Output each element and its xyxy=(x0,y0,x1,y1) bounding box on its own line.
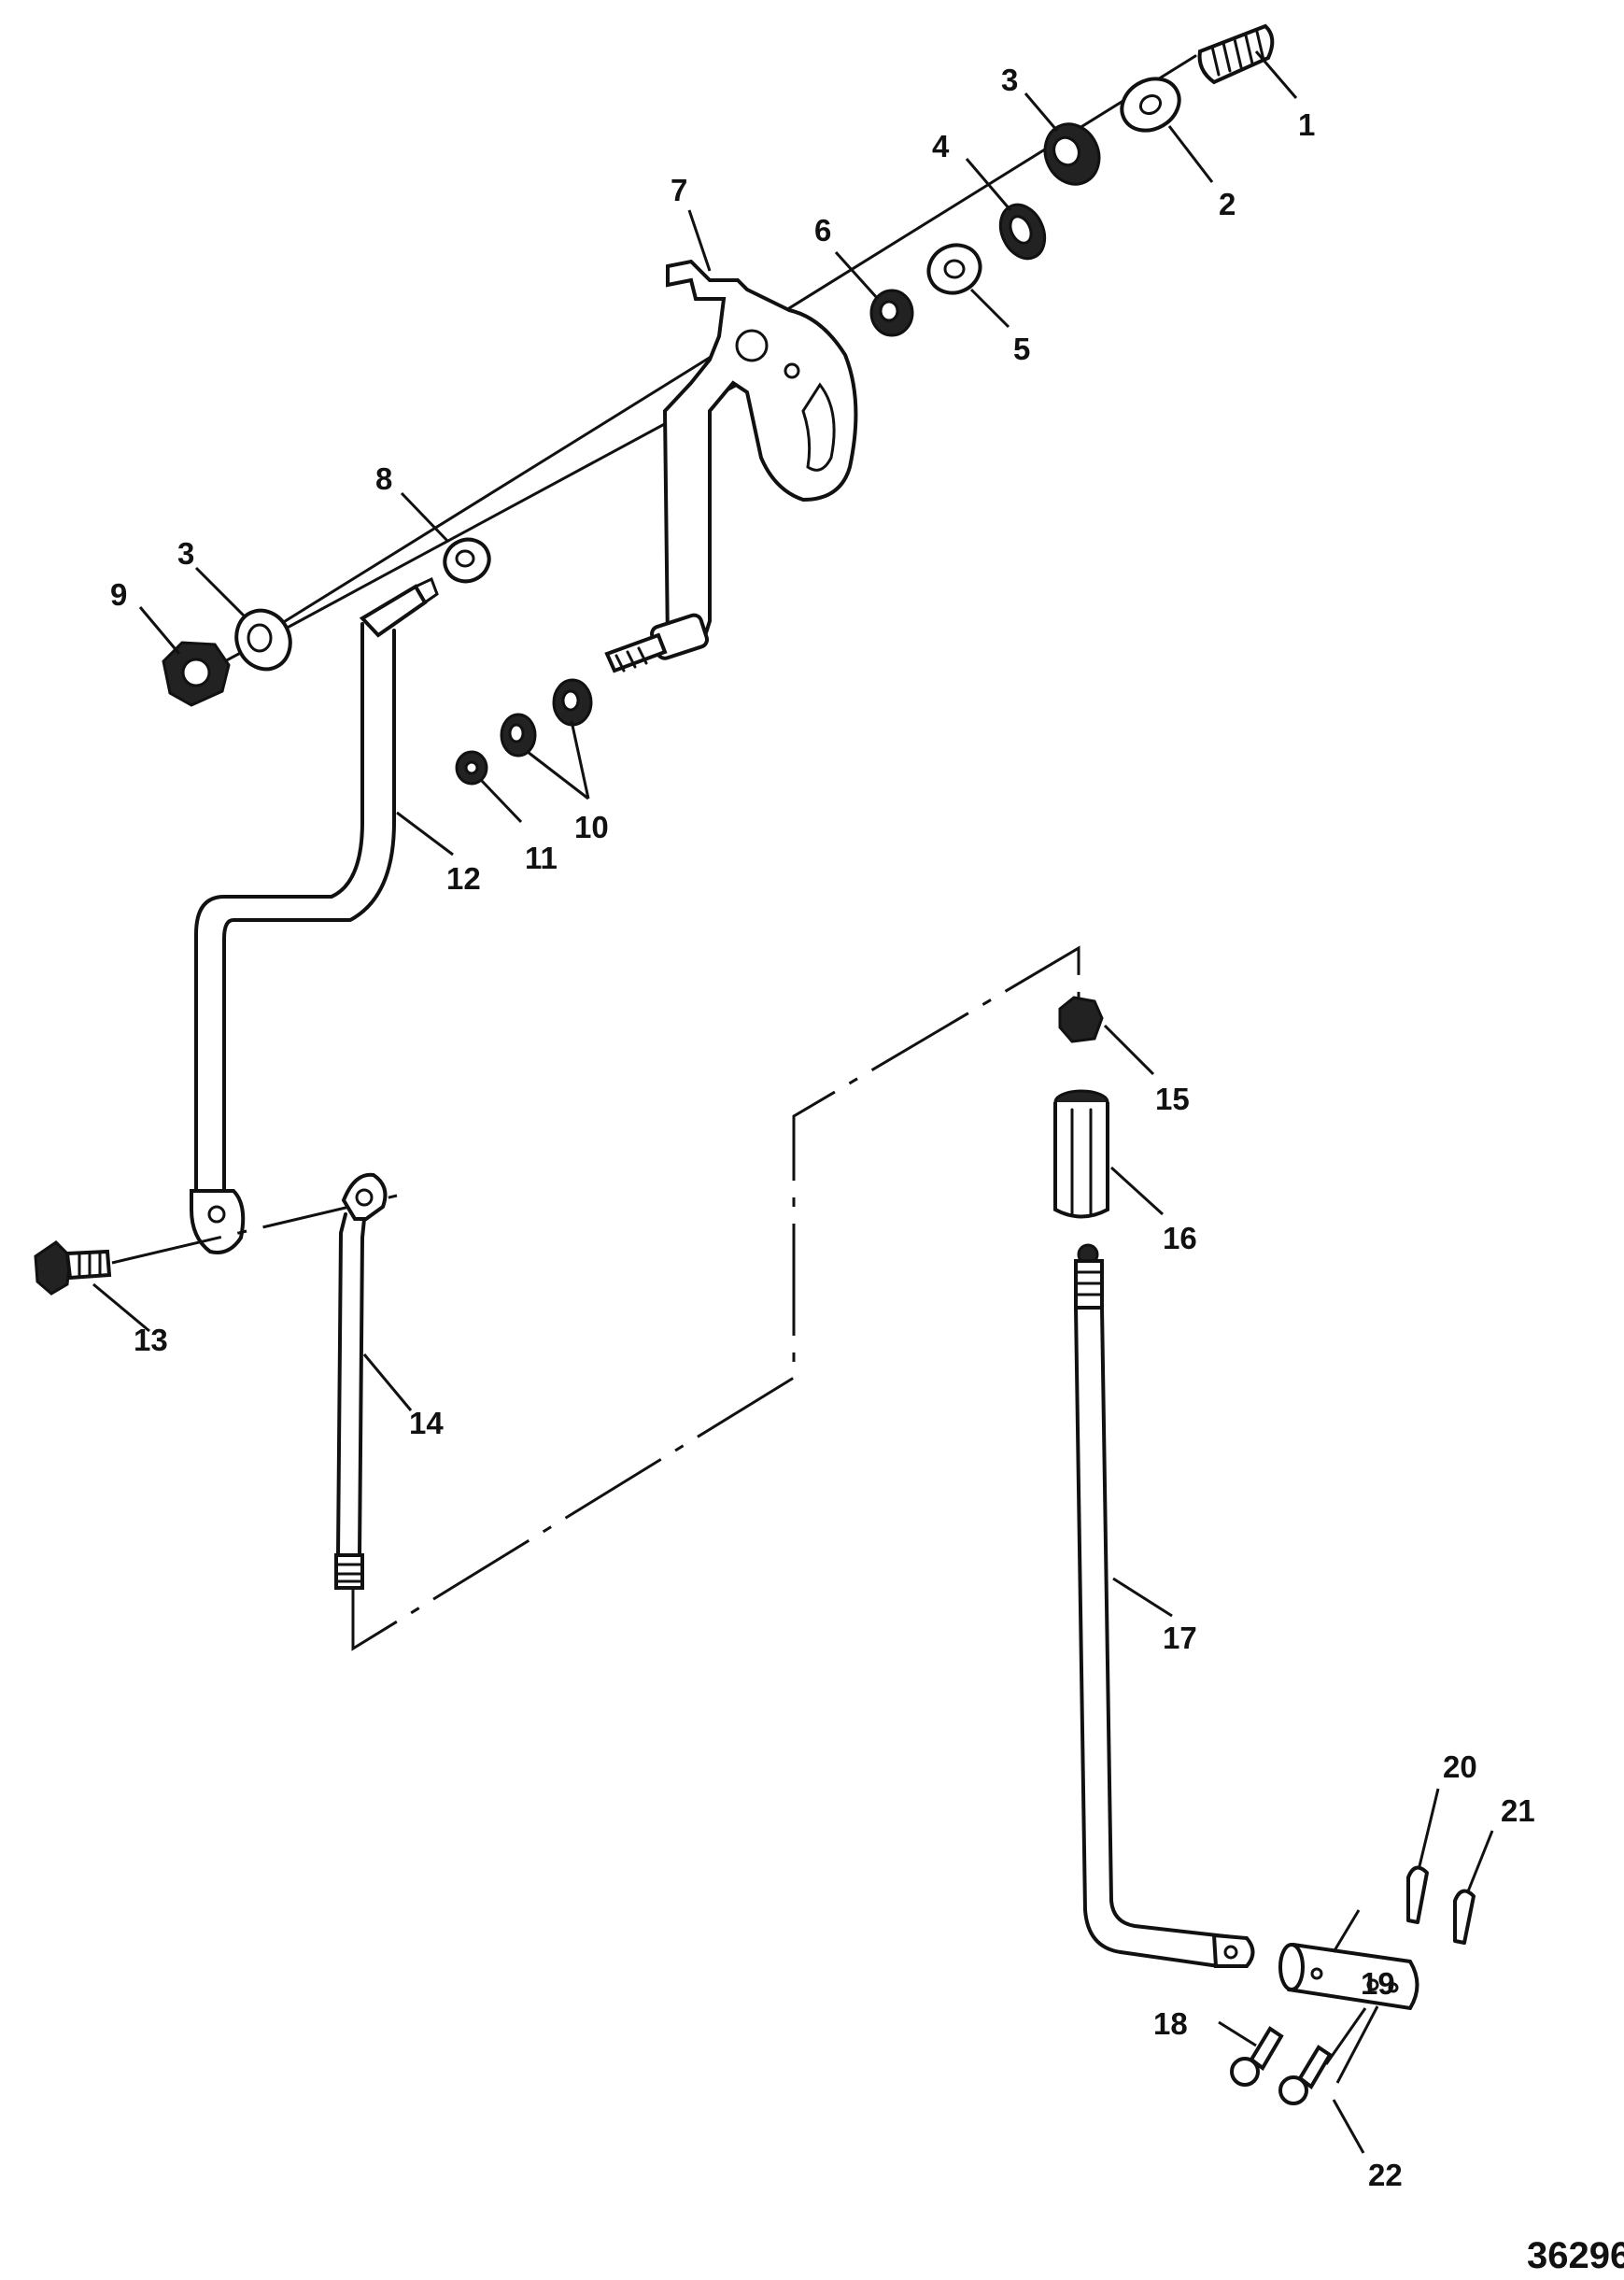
callout-10: 10 xyxy=(574,810,609,844)
part-3-bushing-lower xyxy=(234,608,292,672)
part-21-cotter-pin xyxy=(1453,1889,1476,1945)
part-16-coupling xyxy=(1053,1089,1109,1219)
part-5-washer xyxy=(926,243,982,295)
part-10-bushings xyxy=(500,678,593,758)
callout-11: 11 xyxy=(525,841,558,875)
part-8-washer xyxy=(443,537,491,584)
part-20-cotter-pin xyxy=(1406,1865,1429,1924)
callout-18: 18 xyxy=(1153,2006,1188,2041)
part-12-link-rod xyxy=(190,576,439,1254)
callout-12: 12 xyxy=(446,861,481,896)
part-2-washer xyxy=(1120,77,1181,133)
callout-1: 1 xyxy=(1298,107,1315,142)
callout-20: 20 xyxy=(1443,1749,1477,1784)
part-17-long-rod xyxy=(1074,1243,1255,1968)
figure-number: 36296 xyxy=(1527,2235,1624,2276)
callout-22: 22 xyxy=(1368,2158,1403,2192)
part-3-bushing-upper xyxy=(1043,122,1101,186)
callout-13: 13 xyxy=(134,1323,168,1357)
callout-6: 6 xyxy=(814,213,831,248)
callout-21: 21 xyxy=(1501,1793,1535,1828)
callout-labels: 1 2 3 4 5 6 7 8 3 9 10 11 12 13 14 15 16… xyxy=(110,63,1535,2192)
part-14-short-rod xyxy=(334,1172,388,1590)
callout-5: 5 xyxy=(1013,332,1030,366)
callout-2: 2 xyxy=(1219,187,1236,221)
part-11-nut xyxy=(455,750,488,786)
callout-19: 19 xyxy=(1361,1966,1395,2001)
callout-8: 8 xyxy=(375,461,392,496)
part-19-sleeve xyxy=(1278,1942,1419,2011)
callout-14: 14 xyxy=(409,1406,444,1440)
part-15-hex-nut xyxy=(1058,996,1104,1043)
callout-9: 9 xyxy=(110,577,127,612)
routing-lines xyxy=(351,945,1080,1651)
callout-7: 7 xyxy=(671,173,687,207)
callout-3-lower: 3 xyxy=(177,536,194,571)
part-4-spring-washer xyxy=(998,203,1047,261)
callout-16: 16 xyxy=(1163,1221,1197,1255)
callout-4: 4 xyxy=(932,129,950,163)
callout-3-upper: 3 xyxy=(1001,63,1018,97)
lever-pivot-stud xyxy=(604,613,710,673)
part-1-threaded-stud xyxy=(1197,23,1275,85)
part-9-hex-nut xyxy=(162,641,231,707)
part-7-lever-bracket xyxy=(662,259,858,646)
callout-15: 15 xyxy=(1155,1082,1190,1116)
part-18-clevis-pin xyxy=(1230,2026,1284,2087)
callout-17: 17 xyxy=(1163,1621,1197,1655)
part-6-bushing xyxy=(869,289,914,337)
leader-lines xyxy=(92,50,1494,2154)
part-22-clevis-pin xyxy=(1278,2045,1333,2105)
